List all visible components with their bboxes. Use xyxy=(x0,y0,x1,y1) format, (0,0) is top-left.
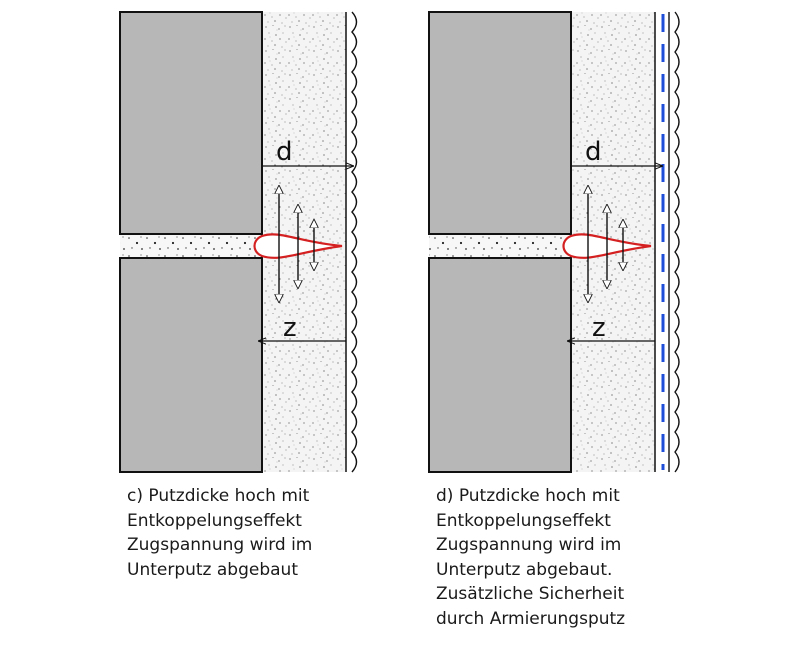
caption-line: Zugspannung wird im xyxy=(436,535,622,555)
caption-line: Unterputz abgebaut xyxy=(127,559,298,580)
brick-lower xyxy=(428,257,572,473)
caption-panel-c: c) Putzdicke hoch mit Entkoppelungseffek… xyxy=(127,484,312,582)
finish-coat-scallops xyxy=(351,11,358,473)
panel-c-wall-section: d z xyxy=(119,11,358,473)
dimension-label-d: d xyxy=(585,137,602,167)
caption-line: Zugspannung wird im xyxy=(127,535,313,555)
caption-line: Entkoppelungseffekt xyxy=(436,510,611,531)
mortar-joint xyxy=(429,235,571,257)
brick-lower xyxy=(119,257,263,473)
caption-line: durch Armierungsputz xyxy=(436,608,626,629)
dimension-label-z: z xyxy=(283,313,297,343)
caption-panel-d: d) Putzdicke hoch mit Entkoppelungseffek… xyxy=(436,484,625,631)
caption-line: Entkoppelungseffekt xyxy=(127,510,302,531)
finish-coat-scallops xyxy=(674,11,680,473)
caption-line: d) Putzdicke hoch mit xyxy=(436,486,620,506)
dimension-label-z: z xyxy=(592,313,606,343)
dimension-label-d: d xyxy=(276,137,293,167)
caption-line: c) Putzdicke hoch mit xyxy=(127,486,310,506)
brick-upper xyxy=(119,11,263,235)
caption-line: Zusätzliche Sicherheit xyxy=(436,584,625,604)
panel-d-wall-section: d z xyxy=(428,11,680,473)
caption-line: Unterputz abgebaut. xyxy=(436,559,613,580)
brick-upper xyxy=(428,11,572,235)
mortar-joint xyxy=(120,235,262,257)
